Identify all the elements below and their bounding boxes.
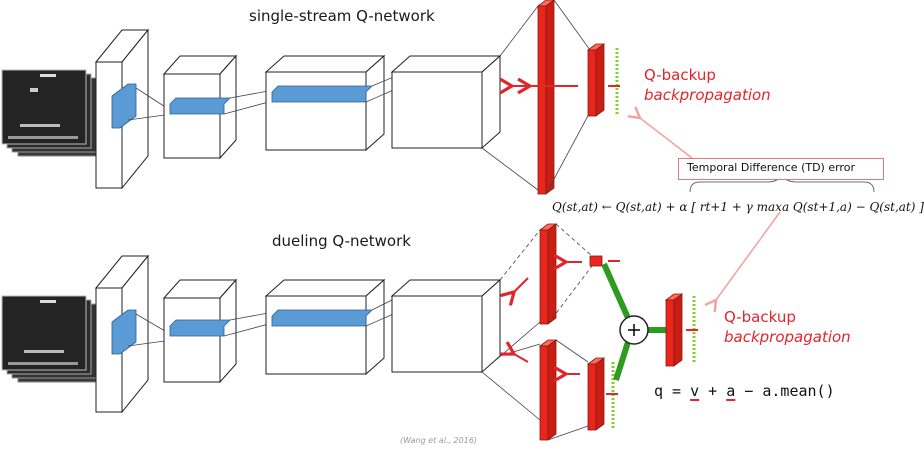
dueling-network: [1, 223, 698, 441]
q-output-bar-top: [586, 43, 606, 117]
citation: (Wang et al., 2016): [400, 436, 478, 445]
code-plus: +: [699, 382, 727, 400]
conv-layer-3-bottom: [264, 278, 399, 376]
q-update-formula: Q(st,at) ← Q(st,at) + α [ rt+1 + γ maxa …: [552, 200, 924, 214]
conv-layer-3-top: [264, 54, 399, 152]
dueling-title: dueling Q-network: [272, 232, 411, 250]
value-output-node: [589, 255, 603, 267]
backprop-label-bottom: backpropagation: [724, 328, 851, 346]
backprop-arrow-value-2: [514, 277, 529, 292]
fc-layer-top: [390, 54, 502, 150]
aggregation-lines: [601, 262, 666, 381]
input-frames-top: [1, 69, 103, 157]
conv-layer-1-bottom: [94, 254, 173, 414]
q-backup-label-top: Q-backup: [644, 66, 716, 84]
td-error-label: Temporal Difference (TD) error: [687, 161, 855, 174]
advantage-output-bar: [586, 357, 606, 431]
td-pointer-top: [627, 106, 693, 159]
code-a: a: [726, 382, 736, 400]
single-stream-network: [1, 0, 620, 195]
code-eq: =: [663, 382, 691, 400]
diagram-canvas: [1, 0, 875, 441]
plus-node: [619, 315, 649, 345]
dueling-code: q = v + a − a.mean(): [654, 382, 835, 400]
input-frames-bottom: [1, 295, 103, 383]
value-stream-bar: [538, 223, 558, 325]
conv-layer-1-top: [94, 28, 173, 190]
fc-layer-bottom: [390, 278, 502, 374]
hidden-fc-bar-top: [536, 0, 555, 195]
code-q: q: [654, 382, 664, 400]
conv-layer-2-top: [162, 54, 277, 160]
backprop-label-top: backpropagation: [644, 86, 771, 104]
single-stream-title: single-stream Q-network: [249, 7, 435, 25]
td-pointer-bottom: [704, 211, 781, 313]
code-rest: − a.mean(): [735, 382, 835, 400]
q-output-bar-bottom: [664, 293, 684, 367]
td-error-box: Temporal Difference (TD) error: [678, 158, 884, 180]
code-v: v: [690, 382, 700, 400]
q-backup-label-bottom: Q-backup: [724, 308, 796, 326]
backprop-arrow-adv-2: [514, 354, 529, 363]
conv-layer-2-bottom: [162, 278, 277, 384]
advantage-stream-bar: [538, 339, 558, 441]
